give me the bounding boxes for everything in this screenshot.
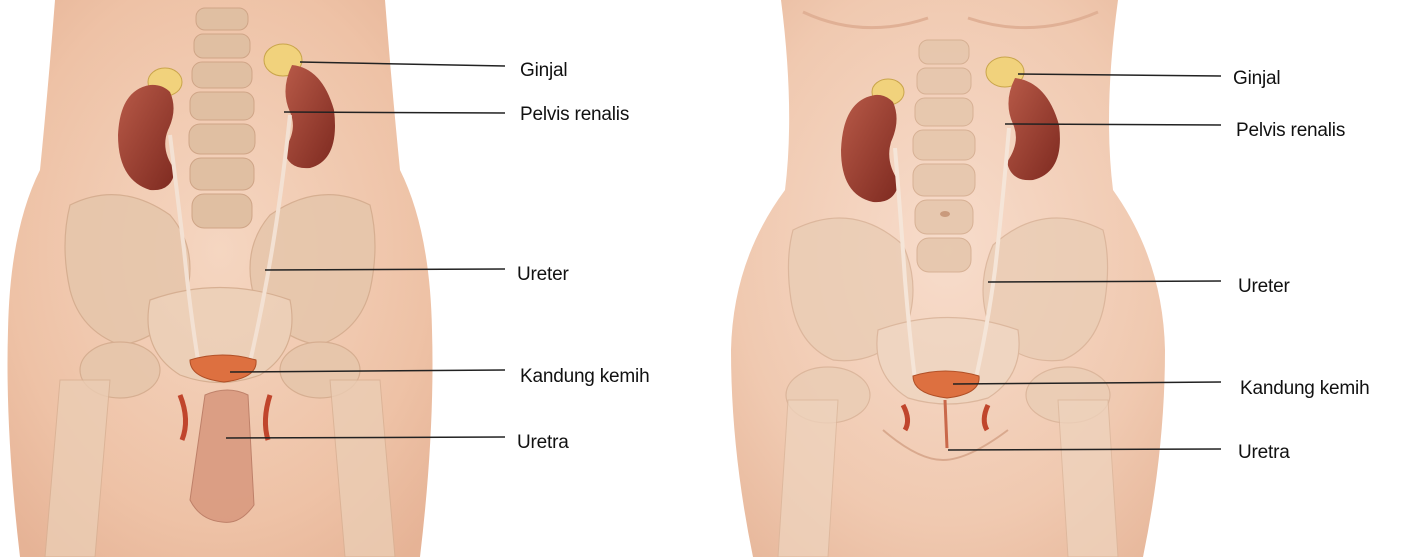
female-urinary-diagram: Ginjal Pelvis renalis Ureter Kandung kem… [703, 0, 1406, 557]
male-spine [189, 8, 255, 228]
label-ureter: Ureter [1238, 276, 1290, 298]
label-kandung-kemih: Kandung kemih [1240, 378, 1369, 400]
male-body-illustration [0, 0, 703, 557]
male-urinary-diagram: Ginjal Pelvis renalis Ureter Kandung kem… [0, 0, 703, 557]
label-uretra: Uretra [517, 432, 569, 454]
female-urethra [945, 400, 947, 448]
female-body-illustration [703, 0, 1406, 557]
label-ginjal: Ginjal [520, 60, 567, 82]
label-kandung-kemih: Kandung kemih [520, 366, 649, 388]
label-ginjal: Ginjal [1233, 68, 1280, 90]
label-ureter: Ureter [517, 264, 569, 286]
label-pelvis-renalis: Pelvis renalis [1236, 120, 1345, 142]
label-uretra: Uretra [1238, 442, 1290, 464]
label-pelvis-renalis: Pelvis renalis [520, 104, 629, 126]
